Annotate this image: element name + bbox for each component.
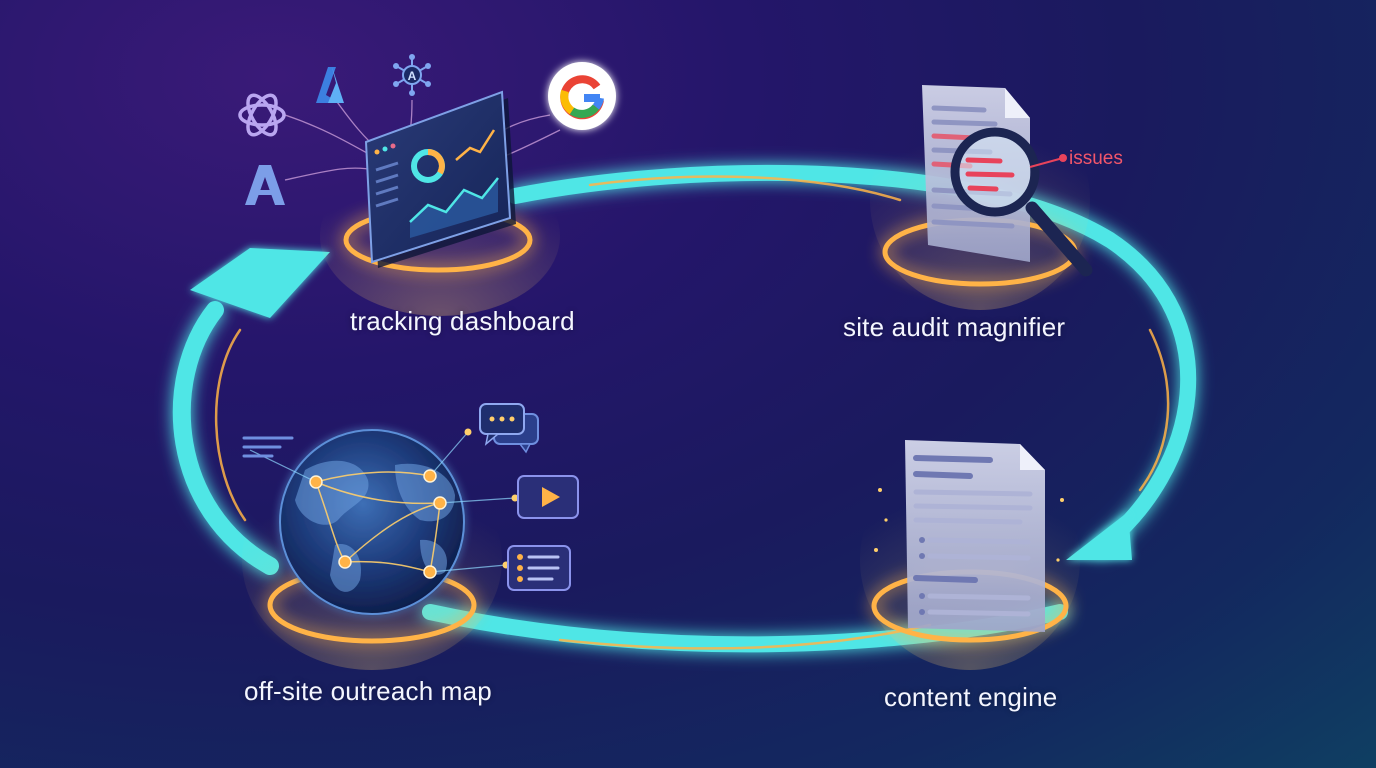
google-icon — [548, 62, 616, 130]
video-play-icon — [517, 475, 579, 519]
openai-icon — [238, 93, 286, 137]
outreach-node — [242, 403, 579, 670]
svg-text:A: A — [408, 69, 417, 83]
chat-bubble-icon — [479, 403, 539, 454]
outreach-label: off-site outreach map — [244, 676, 492, 706]
list-card-icon — [507, 545, 571, 591]
audit-label: site audit magnifier — [843, 312, 1066, 342]
content-node — [860, 440, 1080, 670]
magnifier-icon — [950, 127, 1093, 277]
content-label: content engine — [884, 682, 1058, 712]
azure-icon — [316, 67, 344, 103]
sparkles — [874, 488, 1064, 562]
issues-label: issues — [1069, 148, 1123, 169]
globe-icon — [249, 428, 519, 615]
arrowhead-right — [1066, 512, 1132, 560]
tracking-node: A — [238, 54, 616, 316]
text-lines-icon — [242, 436, 294, 458]
arrowhead-left — [190, 248, 330, 318]
anthropic-icon — [245, 165, 285, 205]
accent-lines — [214, 175, 1170, 650]
content-document-icon — [905, 440, 1045, 632]
cycle-arrowheads — [190, 248, 1132, 560]
dashboard-icon — [364, 90, 516, 268]
audit-node — [870, 85, 1093, 310]
tracking-label: tracking dashboard — [350, 306, 575, 336]
network-a-icon: A — [393, 54, 431, 96]
